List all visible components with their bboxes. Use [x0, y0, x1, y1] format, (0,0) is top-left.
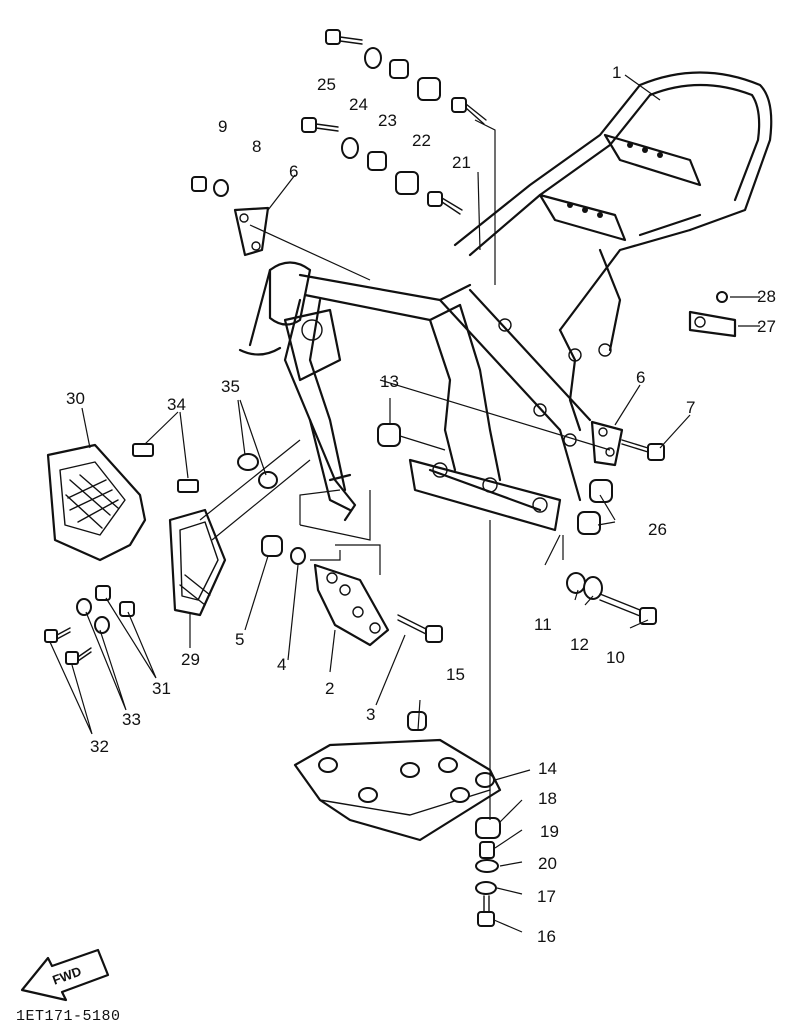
plug-15 — [407, 711, 427, 731]
callout-26: 26 — [648, 520, 667, 539]
callout-9: 9 — [218, 117, 227, 136]
callout-31: 31 — [152, 679, 171, 698]
bracket-6-left — [233, 206, 270, 257]
number-plate-29 — [168, 508, 227, 617]
callout-21: 21 — [452, 153, 471, 172]
collar-13 — [377, 423, 401, 447]
callout-30: 30 — [66, 389, 85, 408]
callout-7: 7 — [686, 398, 695, 417]
callout-13: 13 — [380, 372, 399, 391]
bolt-32 — [44, 627, 92, 665]
side-cover-30 — [46, 443, 147, 562]
bolt-21 — [427, 97, 487, 215]
callout-24: 24 — [349, 95, 368, 114]
callout-15: 15 — [446, 665, 465, 684]
callout-12: 12 — [570, 635, 589, 654]
callout-33: 33 — [122, 710, 141, 729]
washer-12 — [583, 576, 603, 600]
nut-9 — [191, 176, 207, 192]
callout-32: 32 — [90, 737, 109, 756]
washer-33 — [76, 598, 110, 634]
grommet-35 — [237, 453, 278, 489]
callout-10: 10 — [606, 648, 625, 667]
collar-19 — [479, 841, 495, 859]
callout-16: 16 — [537, 927, 556, 946]
callout-numbers: 1 2 3 4 5 6 6 7 8 9 10 11 12 13 14 15 16… — [66, 63, 776, 946]
callout-29: 29 — [181, 650, 200, 669]
bolt-7 — [621, 439, 665, 461]
callout-25: 25 — [317, 75, 336, 94]
callout-23: 23 — [378, 111, 397, 130]
callout-8: 8 — [252, 137, 261, 156]
bolt-16 — [477, 895, 495, 927]
callout-20: 20 — [538, 854, 557, 873]
collar-26 — [577, 479, 613, 535]
washer-4 — [290, 547, 306, 565]
bolt-3 — [397, 614, 443, 643]
callout-2: 2 — [325, 679, 334, 698]
catalog-code: 1ET171-5180 — [16, 1008, 121, 1025]
callout-22: 22 — [412, 131, 431, 150]
rubber-18 — [475, 817, 501, 839]
callout-3: 3 — [366, 705, 375, 724]
skid-plate-14 — [293, 738, 502, 842]
bushing-22 — [395, 77, 441, 195]
bolt-25 — [301, 29, 363, 133]
callout-1: 1 — [612, 63, 621, 82]
bracket-6-right — [590, 420, 624, 467]
callout-34: 34 — [167, 395, 186, 414]
nut-5 — [261, 535, 283, 557]
callout-5: 5 — [235, 630, 244, 649]
callout-18: 18 — [538, 789, 557, 808]
callout-27: 27 — [757, 317, 776, 336]
main-frame — [238, 71, 773, 532]
callout-35: 35 — [221, 377, 240, 396]
engine-bracket-2 — [313, 563, 390, 647]
callout-14: 14 — [538, 759, 557, 778]
callout-6a: 6 — [289, 162, 298, 181]
nut-31 — [95, 585, 135, 617]
screw-28 — [716, 291, 728, 303]
callout-28: 28 — [757, 287, 776, 306]
clip-27 — [688, 310, 737, 338]
callout-11: 11 — [534, 615, 552, 634]
callout-19: 19 — [540, 822, 559, 841]
callout-4: 4 — [277, 655, 286, 674]
collar-23 — [367, 59, 409, 171]
washer-20 — [475, 859, 499, 873]
bolt-10 — [599, 593, 657, 625]
washer-8 — [213, 179, 229, 197]
clip-34 — [132, 443, 199, 493]
callout-6b: 6 — [636, 368, 645, 387]
leader-lines — [49, 74, 760, 933]
callout-17: 17 — [537, 887, 556, 906]
washer-24 — [341, 47, 382, 159]
washer-11 — [566, 572, 586, 594]
washer-17 — [475, 881, 497, 895]
fwd-arrow: FWD — [20, 948, 110, 1002]
fwd-label: FWD — [50, 964, 83, 988]
